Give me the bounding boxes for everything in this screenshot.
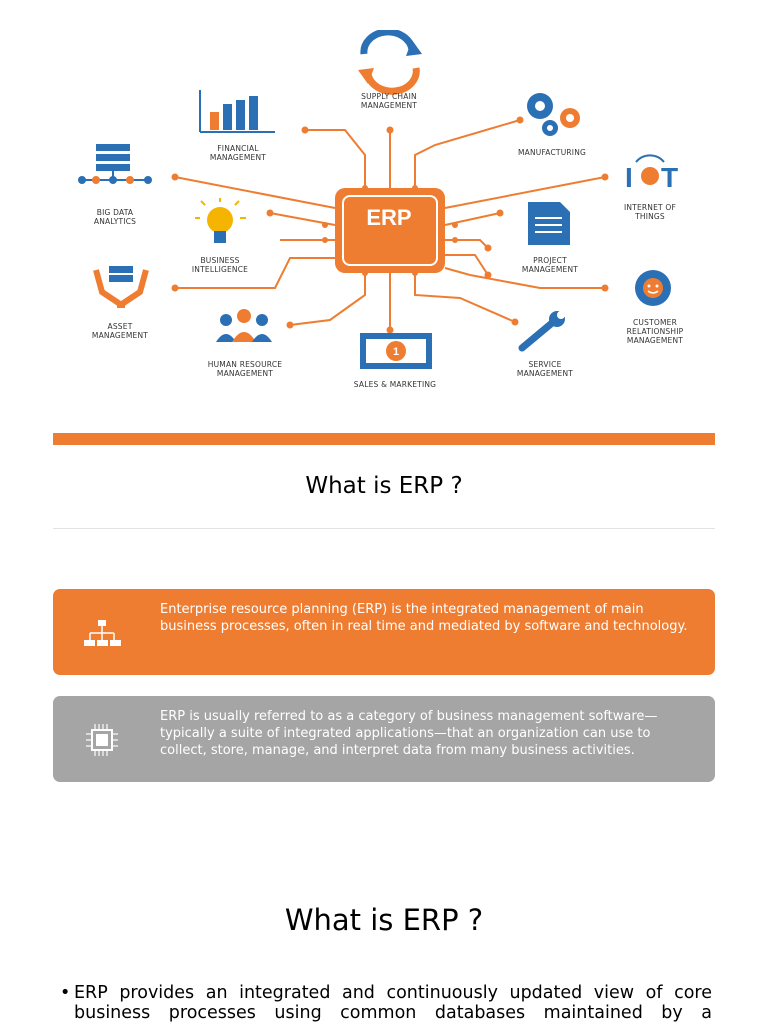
bar-chart-icon bbox=[199, 90, 275, 133]
erp-diagram-graphic: I T bbox=[78, 30, 678, 369]
label-iot: INTERNET OF THINGS bbox=[623, 203, 677, 221]
label-hr: HUMAN RESOURCE MANAGEMENT bbox=[207, 360, 283, 378]
erp-chip-icon bbox=[335, 188, 445, 273]
bullet-marker: • bbox=[60, 983, 71, 1003]
asset-hands-icon bbox=[93, 266, 149, 308]
banknote-icon: 1 bbox=[360, 333, 432, 369]
erp-diagram: I T bbox=[60, 30, 710, 400]
label-manufacturing: MANUFACTURING bbox=[517, 148, 587, 157]
network-icon bbox=[78, 144, 152, 184]
callout-definition: Enterprise resource planning (ERP) is th… bbox=[53, 589, 715, 675]
callout-text: ERP is usually referred to as a category… bbox=[160, 709, 658, 758]
section-title: What is ERP ? bbox=[284, 903, 484, 937]
light-bulb-icon bbox=[195, 198, 246, 243]
orange-separator-bar bbox=[53, 433, 715, 445]
bullet-text: ERP provides an integrated and continuou… bbox=[74, 983, 712, 1023]
label-business-intelligence: BUSINESS INTELLIGENCE bbox=[191, 256, 249, 274]
crm-gear-icon bbox=[635, 270, 671, 306]
label-supply-chain: SUPPLY CHAIN MANAGEMENT bbox=[360, 92, 418, 110]
callout-category: ERP is usually referred to as a category… bbox=[53, 696, 715, 782]
org-chart-icon bbox=[84, 620, 121, 646]
erp-center-label: ERP bbox=[366, 205, 412, 230]
bullet-item: • ERP provides an integrated and continu… bbox=[60, 983, 712, 1023]
callout-text: Enterprise resource planning (ERP) is th… bbox=[160, 602, 688, 634]
people-icon bbox=[216, 309, 272, 342]
label-financial: FINANCIAL MANAGEMENT bbox=[209, 144, 267, 162]
label-sales: SALES & MARKETING bbox=[353, 380, 437, 389]
svg-text:T: T bbox=[661, 162, 678, 193]
iot-icon: I T bbox=[625, 154, 678, 193]
label-crm: CUSTOMER RELATIONSHIP MANAGEMENT bbox=[626, 318, 684, 345]
document-icon bbox=[528, 202, 570, 245]
label-asset: ASSET MANAGEMENT bbox=[91, 322, 149, 340]
cycle-arrows-icon bbox=[360, 30, 420, 95]
wrench-icon bbox=[518, 311, 565, 352]
divider bbox=[53, 528, 715, 529]
label-service: SERVICE MANAGEMENT bbox=[516, 360, 574, 378]
label-project: PROJECT MANAGEMENT bbox=[521, 256, 579, 274]
gears-icon bbox=[527, 93, 580, 136]
svg-text:I: I bbox=[625, 162, 633, 193]
page-title: What is ERP ? bbox=[305, 473, 463, 499]
chip-icon bbox=[86, 724, 118, 756]
svg-text:1: 1 bbox=[393, 346, 399, 358]
label-big-data: BIG DATA ANALYTICS bbox=[93, 208, 137, 226]
